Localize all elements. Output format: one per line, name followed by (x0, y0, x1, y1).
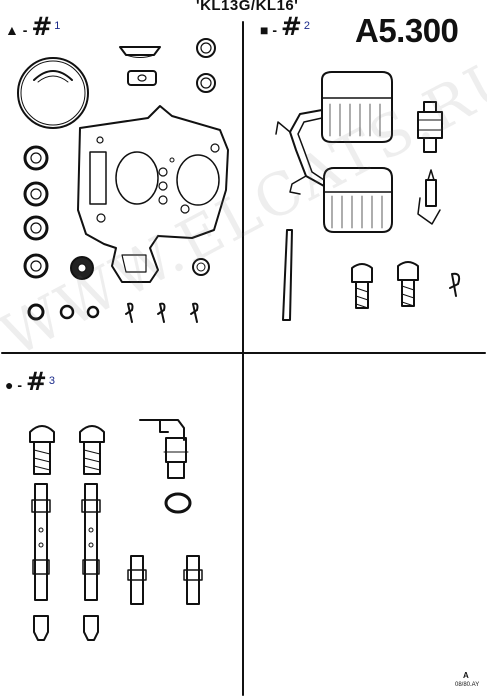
kit-dash: - (22, 22, 28, 38)
square-icon: ■ (260, 22, 269, 38)
kit-3-jet-parts (29, 419, 203, 641)
circle-icon: ● (5, 377, 14, 393)
kit-3-number: 3 (48, 375, 55, 387)
kit-2-label: ■ - #2 (260, 12, 310, 41)
footer-mark: A (463, 671, 469, 680)
kit-2-number: 2 (303, 20, 310, 32)
panel-dividers (1, 21, 486, 696)
triangle-icon: ▲ (5, 22, 19, 38)
hash-icon: # (25, 367, 47, 396)
kit-dash: - (17, 377, 23, 393)
footer-code: 08/80.AY (455, 682, 480, 688)
kit-3-label: ● - #3 (5, 367, 55, 396)
kit-1-label: ▲ - #1 (5, 12, 60, 41)
hash-icon: # (31, 12, 53, 41)
kit-dash: - (272, 22, 278, 38)
kit-1-number: 1 (54, 20, 61, 32)
reference-number: A5.300 (355, 12, 459, 49)
hash-icon: # (280, 12, 302, 41)
model-label: 'KL13G/KL16' (196, 0, 299, 14)
kit-2-float-parts (275, 71, 461, 321)
kit-1-gasket-parts (17, 38, 229, 323)
